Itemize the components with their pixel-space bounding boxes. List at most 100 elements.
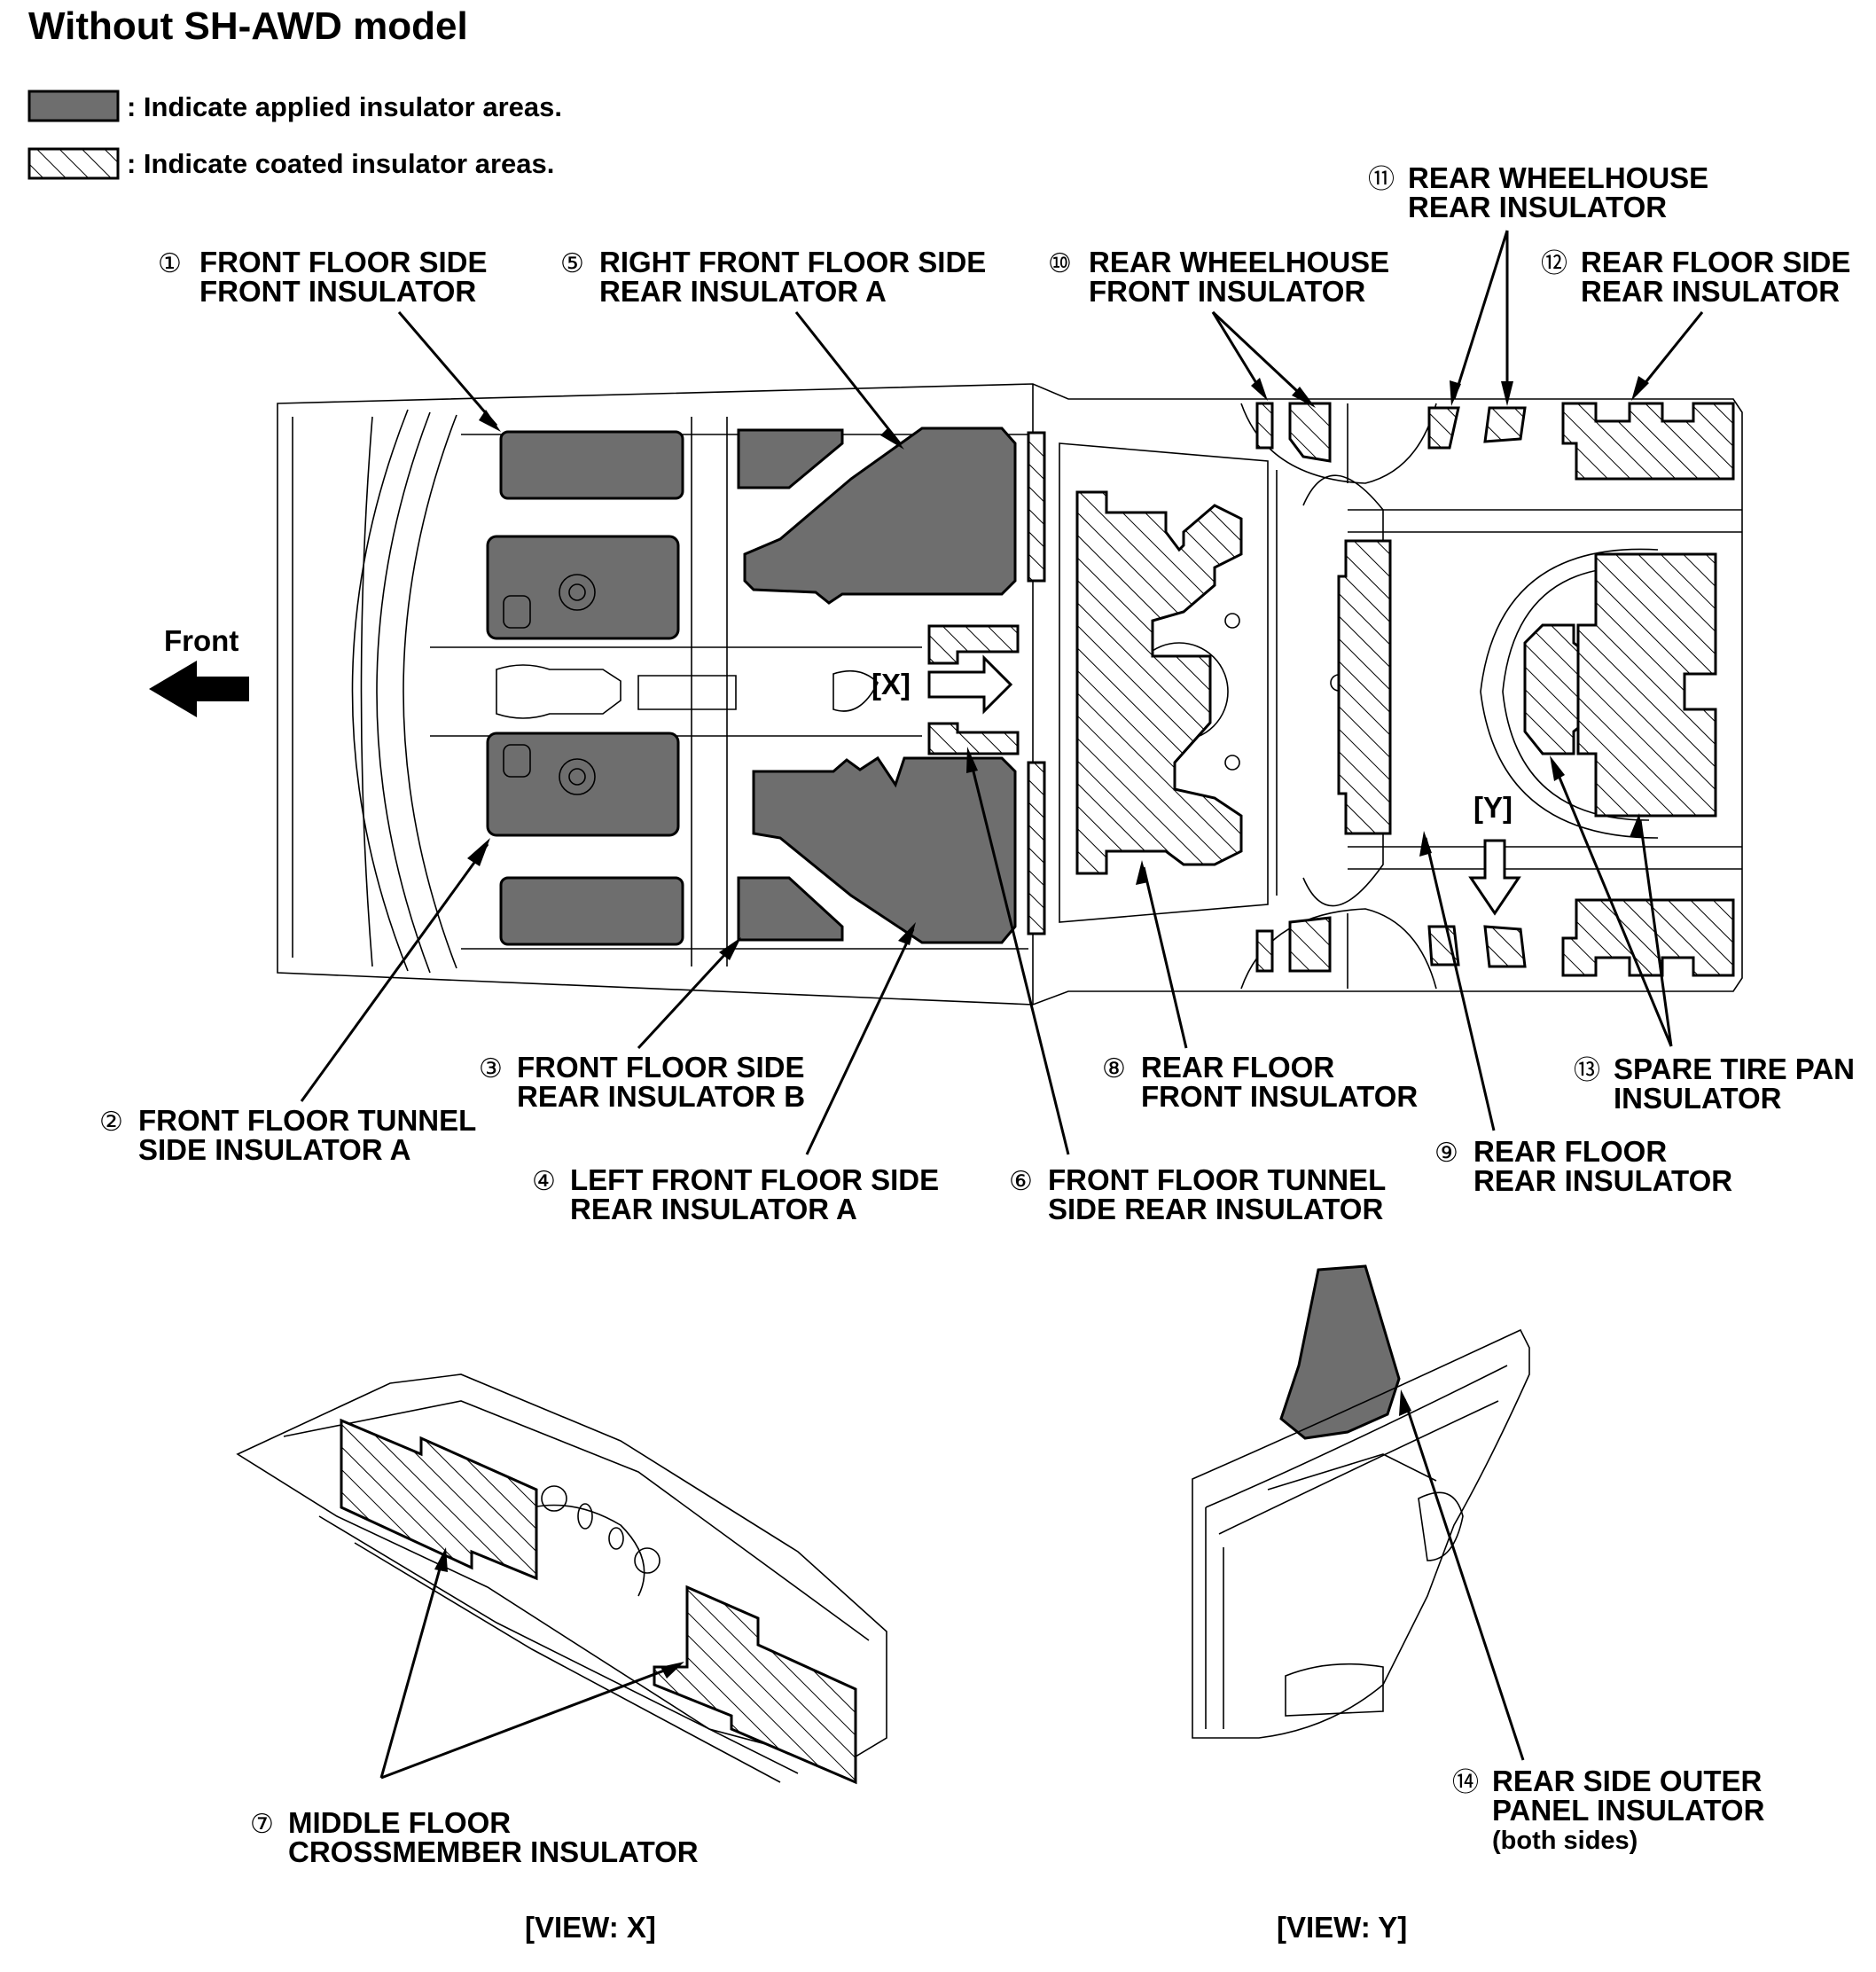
svg-text:MIDDLE FLOOR: MIDDLE FLOOR	[288, 1806, 511, 1839]
svg-text:⑩: ⑩	[1048, 248, 1072, 279]
insulator-10d-rear-wheelhouse-front	[1288, 916, 1332, 973]
svg-text:④: ④	[532, 1166, 556, 1197]
callout-4: ④ LEFT FRONT FLOOR SIDE REAR INSULATOR A	[532, 1163, 939, 1225]
svg-text:FRONT FLOOR TUNNEL: FRONT FLOOR TUNNEL	[138, 1104, 476, 1137]
view-x-arrow-icon	[927, 654, 1013, 715]
insulator-7a-view	[340, 1418, 538, 1581]
svg-text:⑦: ⑦	[250, 1809, 274, 1840]
insulator-10c-rear-wheelhouse-front	[1255, 929, 1274, 973]
legend-applied-swatch	[27, 90, 120, 122]
insulator-8-rear-floor-front	[1075, 490, 1243, 875]
svg-text:REAR WHEELHOUSE: REAR WHEELHOUSE	[1408, 161, 1708, 194]
insulator-3a-front-floor-side-rear-b	[737, 428, 844, 489]
floor-hole-inner-icon	[568, 768, 586, 786]
legend-applied-text: : Indicate applied insulator areas.	[127, 91, 562, 122]
svg-text:REAR INSULATOR B: REAR INSULATOR B	[517, 1080, 805, 1113]
legend-coated-swatch	[27, 147, 120, 180]
svg-text:PANEL INSULATOR: PANEL INSULATOR	[1492, 1794, 1765, 1827]
callout-12: ⑫ REAR FLOOR SIDE REAR INSULATOR	[1541, 246, 1850, 308]
insulator-10b-rear-wheelhouse-front	[1288, 402, 1332, 463]
view-y-arrow-icon	[1468, 839, 1521, 916]
callout-1: ① FRONT FLOOR SIDE FRONT INSULATOR	[158, 246, 488, 308]
floor-hole-icon	[559, 574, 596, 611]
callout-2: ② FRONT FLOOR TUNNEL SIDE INSULATOR A	[99, 1104, 476, 1166]
floor-hole-icon	[559, 758, 596, 795]
svg-text:REAR INSULATOR A: REAR INSULATOR A	[599, 275, 887, 308]
svg-text:⑥: ⑥	[1009, 1166, 1033, 1197]
insulator-10a-rear-wheelhouse-front	[1255, 402, 1274, 450]
insulator-2b-front-floor-tunnel-side	[486, 732, 680, 837]
legend-coated-text: : Indicate coated insulator areas.	[127, 148, 554, 179]
callout-6: ⑥ FRONT FLOOR TUNNEL SIDE REAR INSULATOR	[1009, 1163, 1386, 1225]
insulator-1a-front-floor-side-front	[499, 430, 684, 500]
svg-text:FRONT FLOOR TUNNEL: FRONT FLOOR TUNNEL	[1048, 1163, 1386, 1196]
svg-text:⑭: ⑭	[1452, 1767, 1479, 1798]
page-title: Without SH-AWD model	[28, 4, 468, 48]
insulator-11b-rear-wheelhouse-rear	[1483, 406, 1527, 443]
svg-text:LEFT FRONT FLOOR SIDE: LEFT FRONT FLOOR SIDE	[570, 1163, 939, 1196]
svg-text:REAR INSULATOR A: REAR INSULATOR A	[570, 1193, 857, 1225]
insulator-5-right-front-floor-side-rear-a	[743, 426, 1017, 605]
svg-text:REAR FLOOR: REAR FLOOR	[1141, 1051, 1334, 1084]
view-y-illustration	[1192, 1328, 1530, 1739]
svg-text:⑤: ⑤	[560, 248, 584, 279]
svg-text:SPARE TIRE PAN: SPARE TIRE PAN	[1614, 1053, 1855, 1085]
callout-5: ⑤ RIGHT FRONT FLOOR SIDE REAR INSULATOR …	[560, 246, 986, 308]
callout-8: ⑧ REAR FLOOR FRONT INSULATOR	[1102, 1051, 1418, 1113]
view-x-caption: [VIEW: X]	[525, 1911, 656, 1944]
svg-text:REAR INSULATOR: REAR INSULATOR	[1581, 275, 1840, 308]
insulator-9-rear-floor-rear	[1337, 539, 1392, 835]
svg-text:(both sides): (both sides)	[1492, 1827, 1638, 1855]
insulator-6b-front-floor-tunnel-side-rear	[1027, 761, 1046, 935]
svg-text:INSULATOR: INSULATOR	[1614, 1082, 1782, 1115]
callout-14: ⑭ REAR SIDE OUTER PANEL INSULATOR (both …	[1452, 1765, 1765, 1855]
insulator-7a-middle-floor-crossmember	[927, 624, 1020, 665]
svg-text:①: ①	[158, 248, 182, 279]
svg-text:REAR FLOOR: REAR FLOOR	[1473, 1135, 1667, 1168]
insulator-13b-spare-tire-pan	[1576, 552, 1717, 818]
callout-3: ③ FRONT FLOOR SIDE REAR INSULATOR B	[479, 1051, 805, 1113]
insulator-11a-rear-wheelhouse-rear	[1427, 406, 1460, 450]
leader-arrowhead-14	[1399, 1389, 1411, 1416]
svg-text:REAR WHEELHOUSE: REAR WHEELHOUSE	[1089, 246, 1389, 278]
callout-10: ⑩ REAR WHEELHOUSE FRONT INSULATOR	[1048, 246, 1389, 308]
svg-text:RIGHT FRONT FLOOR SIDE: RIGHT FRONT FLOOR SIDE	[599, 246, 986, 278]
svg-text:REAR FLOOR SIDE: REAR FLOOR SIDE	[1581, 246, 1850, 278]
insulator-7b-middle-floor-crossmember	[927, 722, 1020, 755]
floor-plug-icon	[503, 595, 531, 629]
insulator-11d-rear-wheelhouse-rear	[1483, 925, 1527, 968]
insulator-6a-front-floor-tunnel-side-rear	[1027, 431, 1046, 583]
svg-text:REAR SIDE OUTER: REAR SIDE OUTER	[1492, 1765, 1763, 1797]
svg-text:⑨: ⑨	[1434, 1138, 1458, 1169]
svg-text:FRONT INSULATOR: FRONT INSULATOR	[1089, 275, 1365, 308]
leader-line-14	[1403, 1398, 1525, 1761]
leader-lines	[300, 230, 1704, 1155]
svg-text:⑬: ⑬	[1574, 1055, 1600, 1086]
callout-7: ⑦ MIDDLE FLOOR CROSSMEMBER INSULATOR	[250, 1806, 699, 1868]
floor-plug-icon	[503, 744, 531, 778]
svg-text:SIDE INSULATOR A: SIDE INSULATOR A	[138, 1133, 410, 1166]
callout-13: ⑬ SPARE TIRE PAN INSULATOR	[1574, 1053, 1855, 1115]
floor-hole-inner-icon	[568, 583, 586, 601]
view-y-marker: [Y]	[1473, 791, 1513, 824]
svg-text:CROSSMEMBER INSULATOR: CROSSMEMBER INSULATOR	[288, 1835, 699, 1868]
insulator-7b-view	[653, 1585, 857, 1785]
svg-text:⑫: ⑫	[1541, 248, 1567, 279]
insulator-1b-front-floor-side-front	[499, 876, 684, 946]
insulator-12b-rear-floor-side-rear	[1561, 898, 1735, 977]
insulator-4-left-front-floor-side-rear-a	[752, 755, 1017, 944]
view-x-marker: [X]	[872, 668, 911, 700]
front-direction-label: Front	[164, 624, 238, 657]
svg-text:FRONT FLOOR SIDE: FRONT FLOOR SIDE	[517, 1051, 805, 1084]
svg-text:⑧: ⑧	[1102, 1053, 1126, 1084]
svg-text:FRONT FLOOR SIDE: FRONT FLOOR SIDE	[199, 246, 488, 278]
callout-9: ⑨ REAR FLOOR REAR INSULATOR	[1434, 1135, 1732, 1197]
svg-text:SIDE REAR INSULATOR: SIDE REAR INSULATOR	[1048, 1193, 1383, 1225]
leader-arrowheads	[467, 376, 1649, 960]
svg-text:FRONT INSULATOR: FRONT INSULATOR	[1141, 1080, 1418, 1113]
insulator-12a-rear-floor-side-rear	[1561, 402, 1735, 481]
view-y-caption: [VIEW: Y]	[1277, 1911, 1407, 1944]
svg-text:③: ③	[479, 1053, 503, 1084]
svg-text:FRONT INSULATOR: FRONT INSULATOR	[199, 275, 476, 308]
